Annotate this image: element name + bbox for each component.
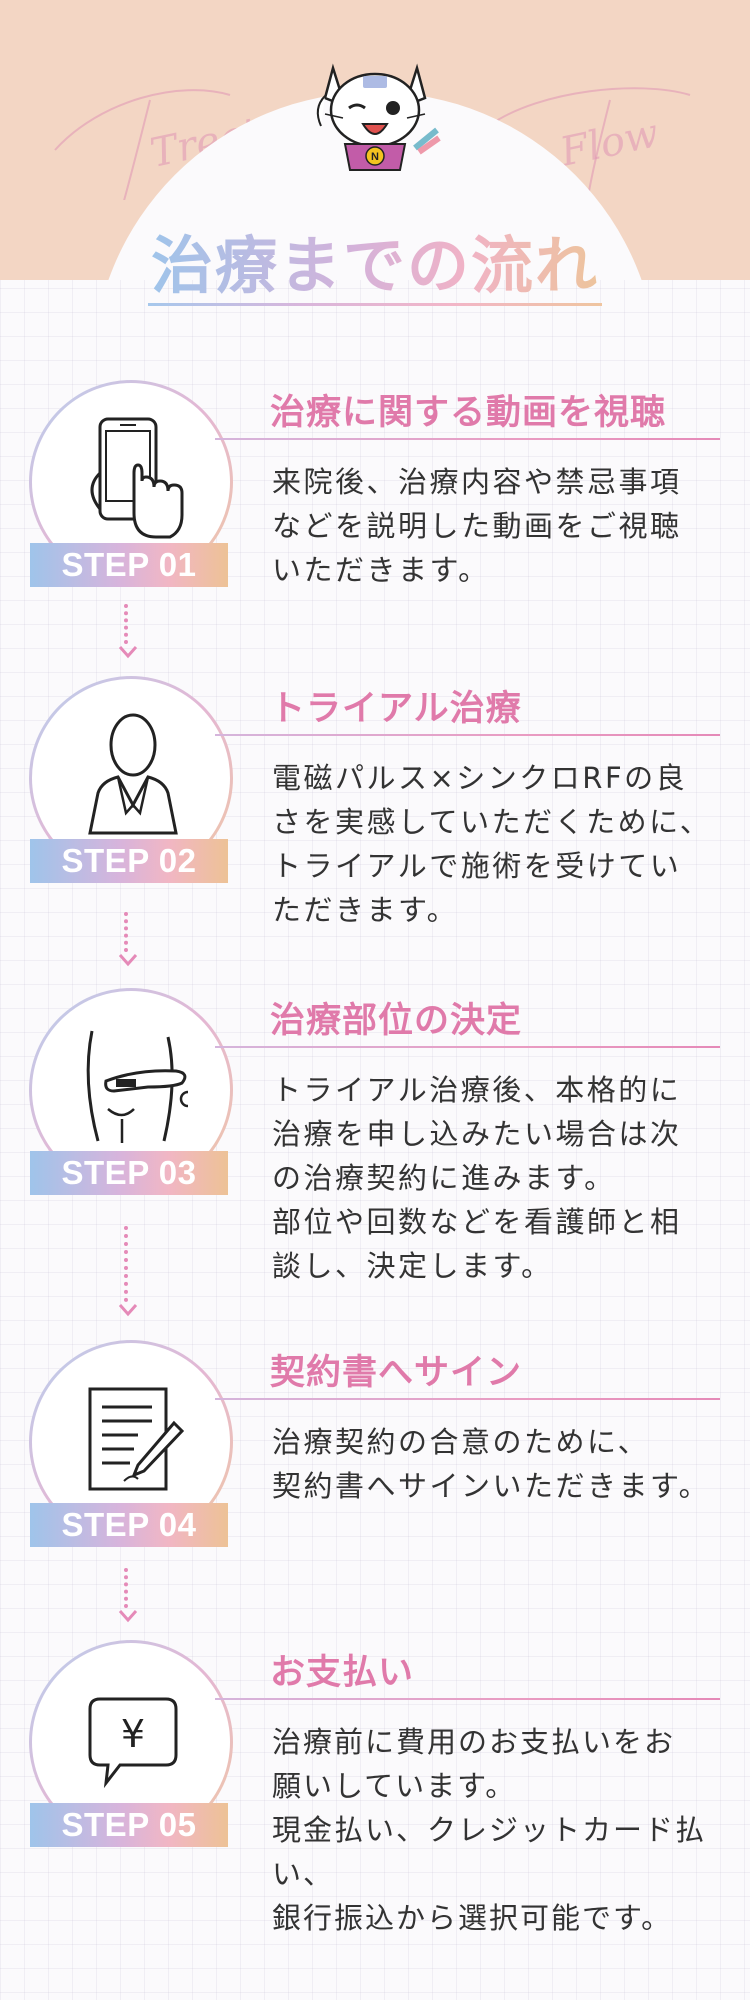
chevron-down-icon xyxy=(118,1304,138,1317)
step-title: トライアル治療 xyxy=(270,689,522,729)
step-arrow xyxy=(118,1226,138,1321)
cat-mascot-icon: N xyxy=(316,63,441,171)
chevron-down-icon xyxy=(118,646,138,659)
chevron-down-icon xyxy=(118,1610,138,1623)
step-divider xyxy=(215,1398,720,1400)
step-badge: STEP 02 xyxy=(30,839,228,883)
step-description: 電磁パルス×シンクロRFの良 さを実感していただくために、 トライアルで施術を受… xyxy=(272,761,712,927)
hero-header: Treat Flow N xyxy=(0,0,750,280)
body-part-icon xyxy=(86,1030,188,1143)
step-divider xyxy=(215,438,720,440)
step-arrow xyxy=(118,912,138,971)
step-badge: STEP 04 xyxy=(30,1503,228,1547)
step-title: 治療に関する動画を視聴 xyxy=(270,393,667,433)
smartphone-hand-icon xyxy=(90,417,184,539)
contract-sign-icon xyxy=(88,1387,185,1491)
step-title: 治療部位の決定 xyxy=(270,1001,523,1041)
svg-text:N: N xyxy=(371,151,379,163)
step-arrow xyxy=(118,1568,138,1627)
step-description: 来院後、治療内容や禁忌事項 などを説明した動画をご視聴 いただきます。 xyxy=(272,465,682,587)
step-title: お支払い xyxy=(270,1653,415,1693)
step-description: トライアル治療後、本格的に 治療を申し込みたい場合は次 の治療契約に進みます。 … xyxy=(272,1073,682,1283)
step-badge: STEP 03 xyxy=(30,1151,228,1195)
step-divider xyxy=(215,1046,720,1048)
yen-speech-bubble-icon: ¥ xyxy=(88,1697,178,1789)
step-badge: STEP 01 xyxy=(30,543,228,587)
step-arrow xyxy=(118,604,138,663)
page-title: 治療までの流れ xyxy=(150,229,599,302)
chevron-down-icon xyxy=(118,954,138,967)
step-divider xyxy=(215,734,720,736)
step-badge: STEP 05 xyxy=(30,1803,228,1847)
person-icon xyxy=(88,713,178,835)
step-divider xyxy=(215,1698,720,1700)
title-underline xyxy=(148,303,602,306)
step-description: 治療前に費用のお支払いをお 願いしています。 現金払い、クレジットカード払い、 … xyxy=(272,1725,707,1935)
svg-text:¥: ¥ xyxy=(121,1712,145,1756)
step-title: 契約書へサイン xyxy=(270,1353,523,1393)
script-swash-decoration xyxy=(54,87,691,200)
step-description: 治療契約の合意のために、 契約書へサインいただきます。 xyxy=(272,1425,711,1503)
